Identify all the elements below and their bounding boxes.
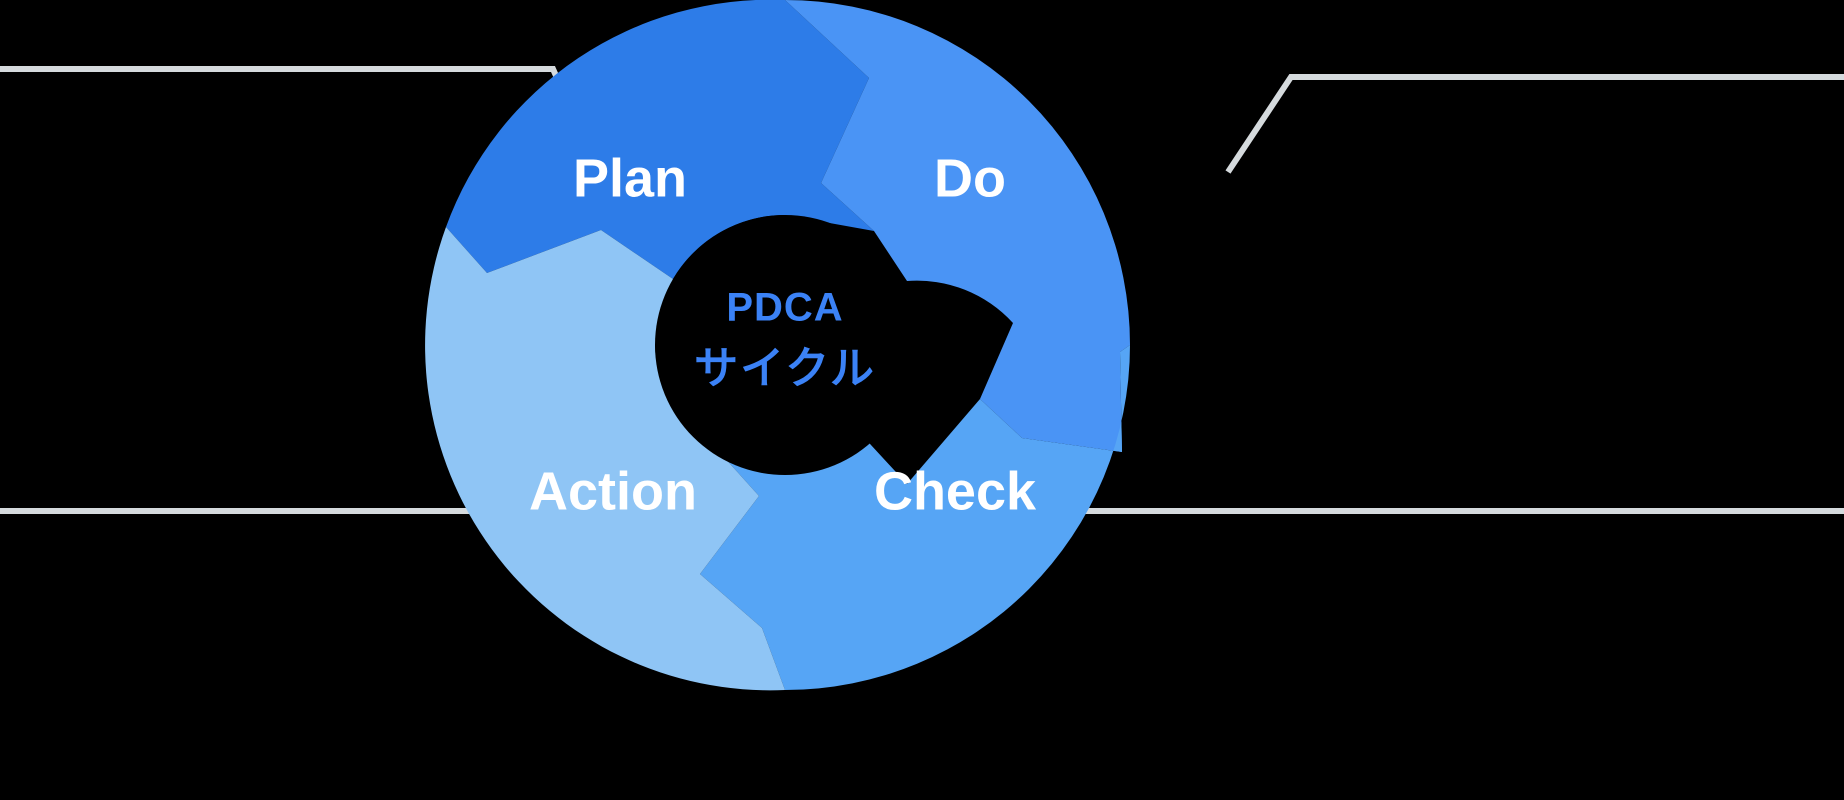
segment-label-action: Action xyxy=(529,461,697,521)
segment-check[interactable] xyxy=(700,345,1130,690)
segment-labels: Plan Do Check Action xyxy=(529,148,1037,521)
center-subtitle-text: サイクル xyxy=(694,343,876,394)
segment-label-check: Check xyxy=(874,461,1037,521)
segment-action[interactable] xyxy=(425,227,785,691)
segment-label-plan: Plan xyxy=(573,148,687,208)
segment-label-do: Do xyxy=(934,148,1006,208)
center-hole xyxy=(655,215,915,475)
segment-plan[interactable] xyxy=(446,0,874,279)
do-leader-line xyxy=(1225,74,1844,174)
cycle-segments xyxy=(425,0,1130,691)
segment-do[interactable] xyxy=(785,0,1130,452)
center-title-text: PDCA xyxy=(726,286,843,330)
center-caption: PDCA サイクル xyxy=(694,286,876,394)
